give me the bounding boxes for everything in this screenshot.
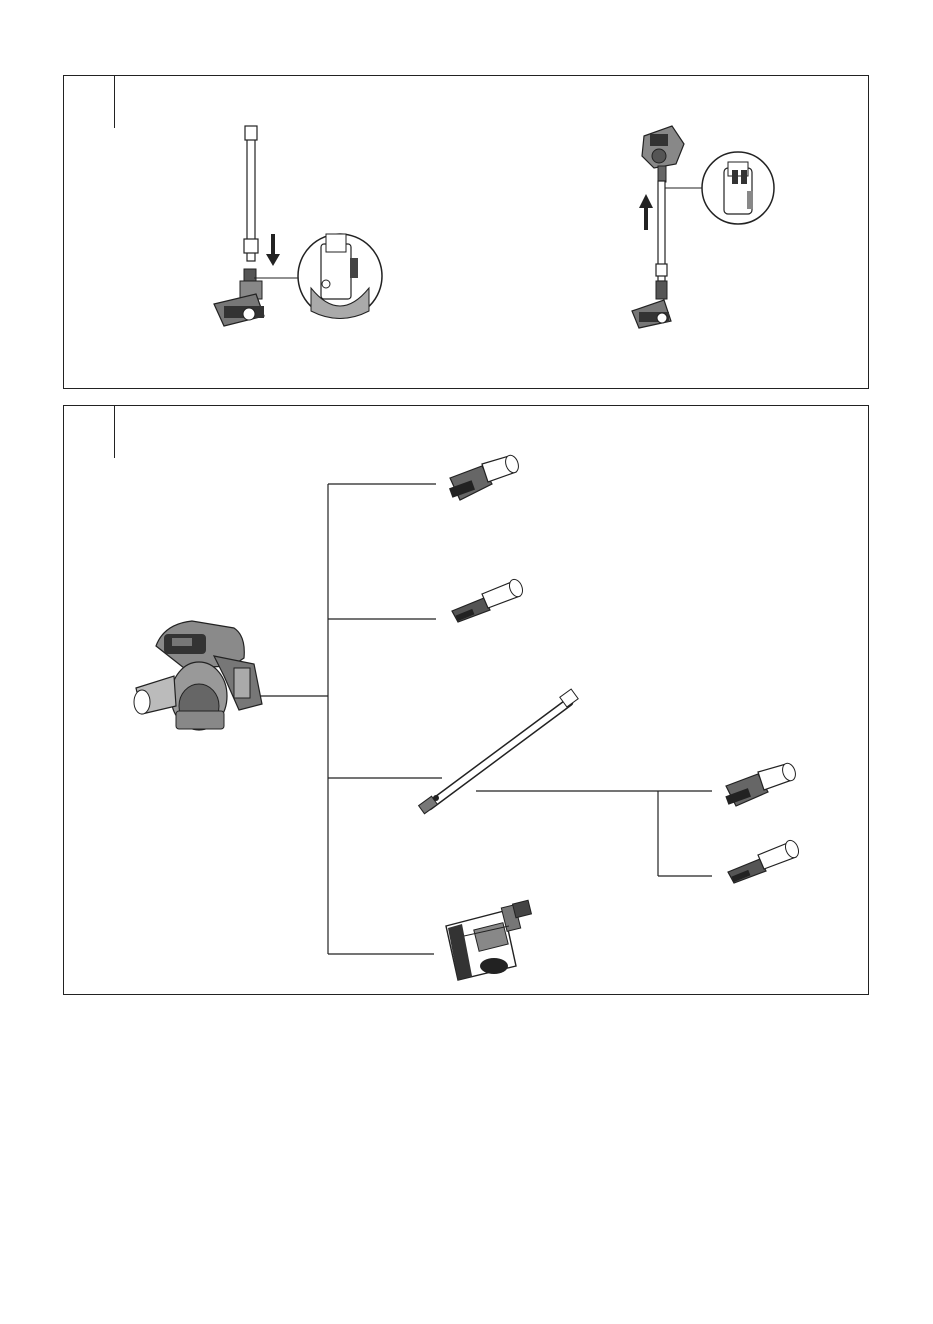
unit-onto-tube-figure: [632, 126, 774, 328]
tube-crevice-tool: [728, 838, 801, 883]
floor-brush-right: [632, 281, 671, 328]
arrow-down-icon: [266, 234, 280, 266]
accessories-panel: [63, 405, 869, 995]
main-unit: [134, 621, 262, 730]
tube-bottom-end: [244, 239, 258, 253]
tube-top-connector: [245, 126, 257, 140]
extension-tube: [419, 689, 579, 814]
detail-magnifier-right: [702, 152, 774, 224]
crevice-brush: [449, 453, 521, 500]
accessories-illustration: [64, 406, 870, 996]
arrow-up-icon: [639, 194, 653, 230]
tube-crevice-brush: [725, 761, 797, 806]
motorized-floor-brush: [446, 900, 531, 980]
assembly-panel: [63, 75, 869, 389]
detail-magnifier: [298, 234, 382, 319]
tube-into-brush-figure: [214, 126, 382, 326]
assembly-illustration: [64, 76, 870, 390]
tube-joint-right: [656, 264, 667, 276]
crevice-tool: [452, 577, 525, 622]
main-unit-small: [642, 126, 684, 182]
connector-lines: [254, 484, 712, 954]
